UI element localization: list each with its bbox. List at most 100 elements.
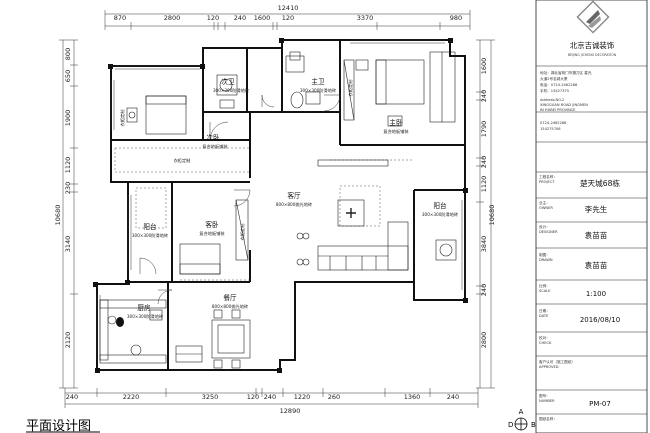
tb-owner-value: 李先生 — [585, 204, 608, 214]
dim-right-4: 1120 — [480, 176, 488, 193]
dim-left-total: 10680 — [54, 205, 62, 226]
dashed-features — [114, 147, 414, 281]
room-living: 客厅 — [287, 191, 301, 200]
tb-project-label-en: PROJECT — [539, 180, 555, 184]
room-master-bedroom: 主卧 — [389, 118, 403, 127]
door-swings — [139, 94, 341, 305]
address-line-2: 大道2号名城大厦 — [540, 76, 568, 81]
dim-bottom-3: 120 — [247, 393, 259, 401]
tb-designer-label-en: DESIGNER — [539, 230, 558, 234]
dim-left-1: 650 — [64, 70, 72, 82]
dim-top-4: 1600 — [254, 14, 271, 22]
note-wardrobe-master: 衣柜定制 — [347, 80, 354, 97]
dim-right-7: 2800 — [480, 332, 488, 349]
room-second-bath-spec: 300×300防滑地砖 — [213, 87, 249, 94]
note-wardrobe-second: 衣柜定制 — [174, 157, 191, 164]
dim-left-0: 800 — [64, 48, 72, 60]
dim-bottom-8: 240 — [447, 393, 459, 401]
room-master-bath-spec: 300×300防滑地砖 — [300, 87, 336, 94]
address-line-4: 手机：15427375 — [540, 88, 569, 93]
dimension-left — [59, 39, 78, 389]
room-second-bath: 次卫 — [221, 77, 235, 86]
tb-sheet-name-label: 图纸名称： — [539, 416, 557, 421]
mobile: 154275706 — [540, 127, 561, 131]
tb-scale-value: 1:100 — [586, 290, 606, 298]
company-logo — [576, 0, 610, 34]
drawing-title: 平面设计图 — [26, 419, 91, 433]
dim-right-2: 1790 — [480, 121, 488, 138]
dim-bottom-0: 240 — [66, 393, 78, 401]
dim-right-5: 3840 — [480, 236, 488, 253]
tb-drawn-label-en: DRAWN — [539, 258, 553, 262]
dim-right-total: 10680 — [488, 205, 496, 226]
room-guest-bedroom: 客卧 — [205, 220, 219, 229]
tb-date-value: 2016/08/10 — [580, 316, 620, 324]
company-name-en: BEIJING JICHENG DECORATION — [568, 53, 617, 57]
dim-top-1: 2800 — [164, 14, 181, 22]
note-wardrobe-hall: 衣柜定制 — [239, 224, 246, 241]
tb-number-label-en: NUMBER — [539, 399, 555, 403]
dim-left-2: 1900 — [64, 110, 72, 127]
tb-project-label: 工程名称： — [539, 174, 557, 179]
address-line-3: 电话：0724-2462288 — [540, 82, 578, 87]
dim-top-5: 120 — [282, 14, 294, 22]
dim-bottom-4: 240 — [264, 393, 276, 401]
dim-left-6: 2120 — [64, 332, 72, 349]
dim-bottom-2: 3250 — [202, 393, 219, 401]
columns — [93, 38, 468, 373]
tb-designer-value: 袁苗苗 — [585, 230, 608, 240]
address-en-2: XINGGUAN ROAD JINGMEN — [540, 103, 588, 107]
tb-date-label: 日期： — [539, 308, 550, 313]
dim-left-3: 1120 — [64, 157, 72, 174]
tb-number-value: PM-07 — [589, 400, 611, 408]
room-guest-bedroom-spec: 复合地板铺装 — [199, 230, 225, 237]
note-wardrobe-left: 衣柜定制 — [119, 110, 126, 127]
tb-scale-label: 比例： — [539, 283, 550, 288]
tb-approved-label: 客户认可（施工图纸） — [539, 359, 575, 364]
dim-bottom-1: 2220 — [123, 393, 140, 401]
room-master-bedroom-spec: 复合地板铺装 — [383, 128, 409, 135]
dim-top-2: 120 — [207, 14, 219, 22]
room-dining: 餐厅 — [223, 293, 237, 302]
room-master-bath: 主卫 — [311, 77, 325, 86]
compass-icon: A B D — [508, 408, 536, 431]
tb-project-value: 楚天城68栋 — [580, 178, 620, 188]
dim-right-6: 240 — [480, 284, 488, 296]
tb-check-label-en: CHECK — [539, 341, 552, 345]
dim-right-3: 240 — [480, 156, 488, 168]
room-dining-spec: 800×800抛光地砖 — [212, 303, 248, 310]
dim-bottom-5: 1220 — [294, 393, 311, 401]
address-en-3: IN HUBEI PROVINCE — [540, 108, 576, 112]
room-kitchen: 厨房 — [137, 303, 151, 312]
room-second-bedroom-spec: 复合地板铺装 — [202, 143, 228, 150]
dim-top-7: 980 — [450, 14, 462, 22]
compass-d: D — [508, 421, 513, 429]
tb-number-label: 图号： — [539, 393, 550, 398]
tb-scale-label-en: SCALE — [539, 289, 551, 293]
tb-drawn-value: 袁苗苗 — [585, 260, 608, 270]
tb-owner-label-en: OWNER — [539, 206, 553, 210]
room-balcony-east-spec: 300×300防滑地砖 — [422, 211, 458, 218]
address-line-1: 地址：湖北省荆门市掇刀区 星光 — [540, 70, 592, 75]
tb-designer-label: 设计： — [539, 224, 550, 229]
room-living-spec: 800×800抛光地砖 — [276, 201, 312, 208]
compass-b: B — [531, 421, 536, 429]
address-en-1: Address:NO.2 — [540, 98, 564, 102]
tb-date-label-en: DATE — [539, 314, 549, 318]
dim-right-0: 1600 — [480, 58, 488, 75]
dim-top-3: 240 — [234, 14, 246, 22]
dim-top-6: 3370 — [357, 14, 374, 22]
room-kitchen-spec: 300×300防滑地砖 — [127, 313, 163, 320]
compass-a: A — [519, 408, 524, 416]
tb-drawn-label: 制图： — [539, 252, 550, 257]
tb-check-label: 校对： — [539, 335, 550, 340]
dimension-bottom — [64, 388, 479, 408]
phone: 0724-2462288 — [540, 121, 567, 125]
room-balcony-west: 阳台 — [143, 222, 157, 231]
tb-owner-label: 业主： — [539, 200, 550, 205]
room-second-bedroom: 次卧 — [206, 133, 220, 142]
dim-bottom-total: 12890 — [280, 407, 301, 415]
room-balcony-east: 阳台 — [433, 201, 447, 210]
title-block — [535, 0, 648, 433]
